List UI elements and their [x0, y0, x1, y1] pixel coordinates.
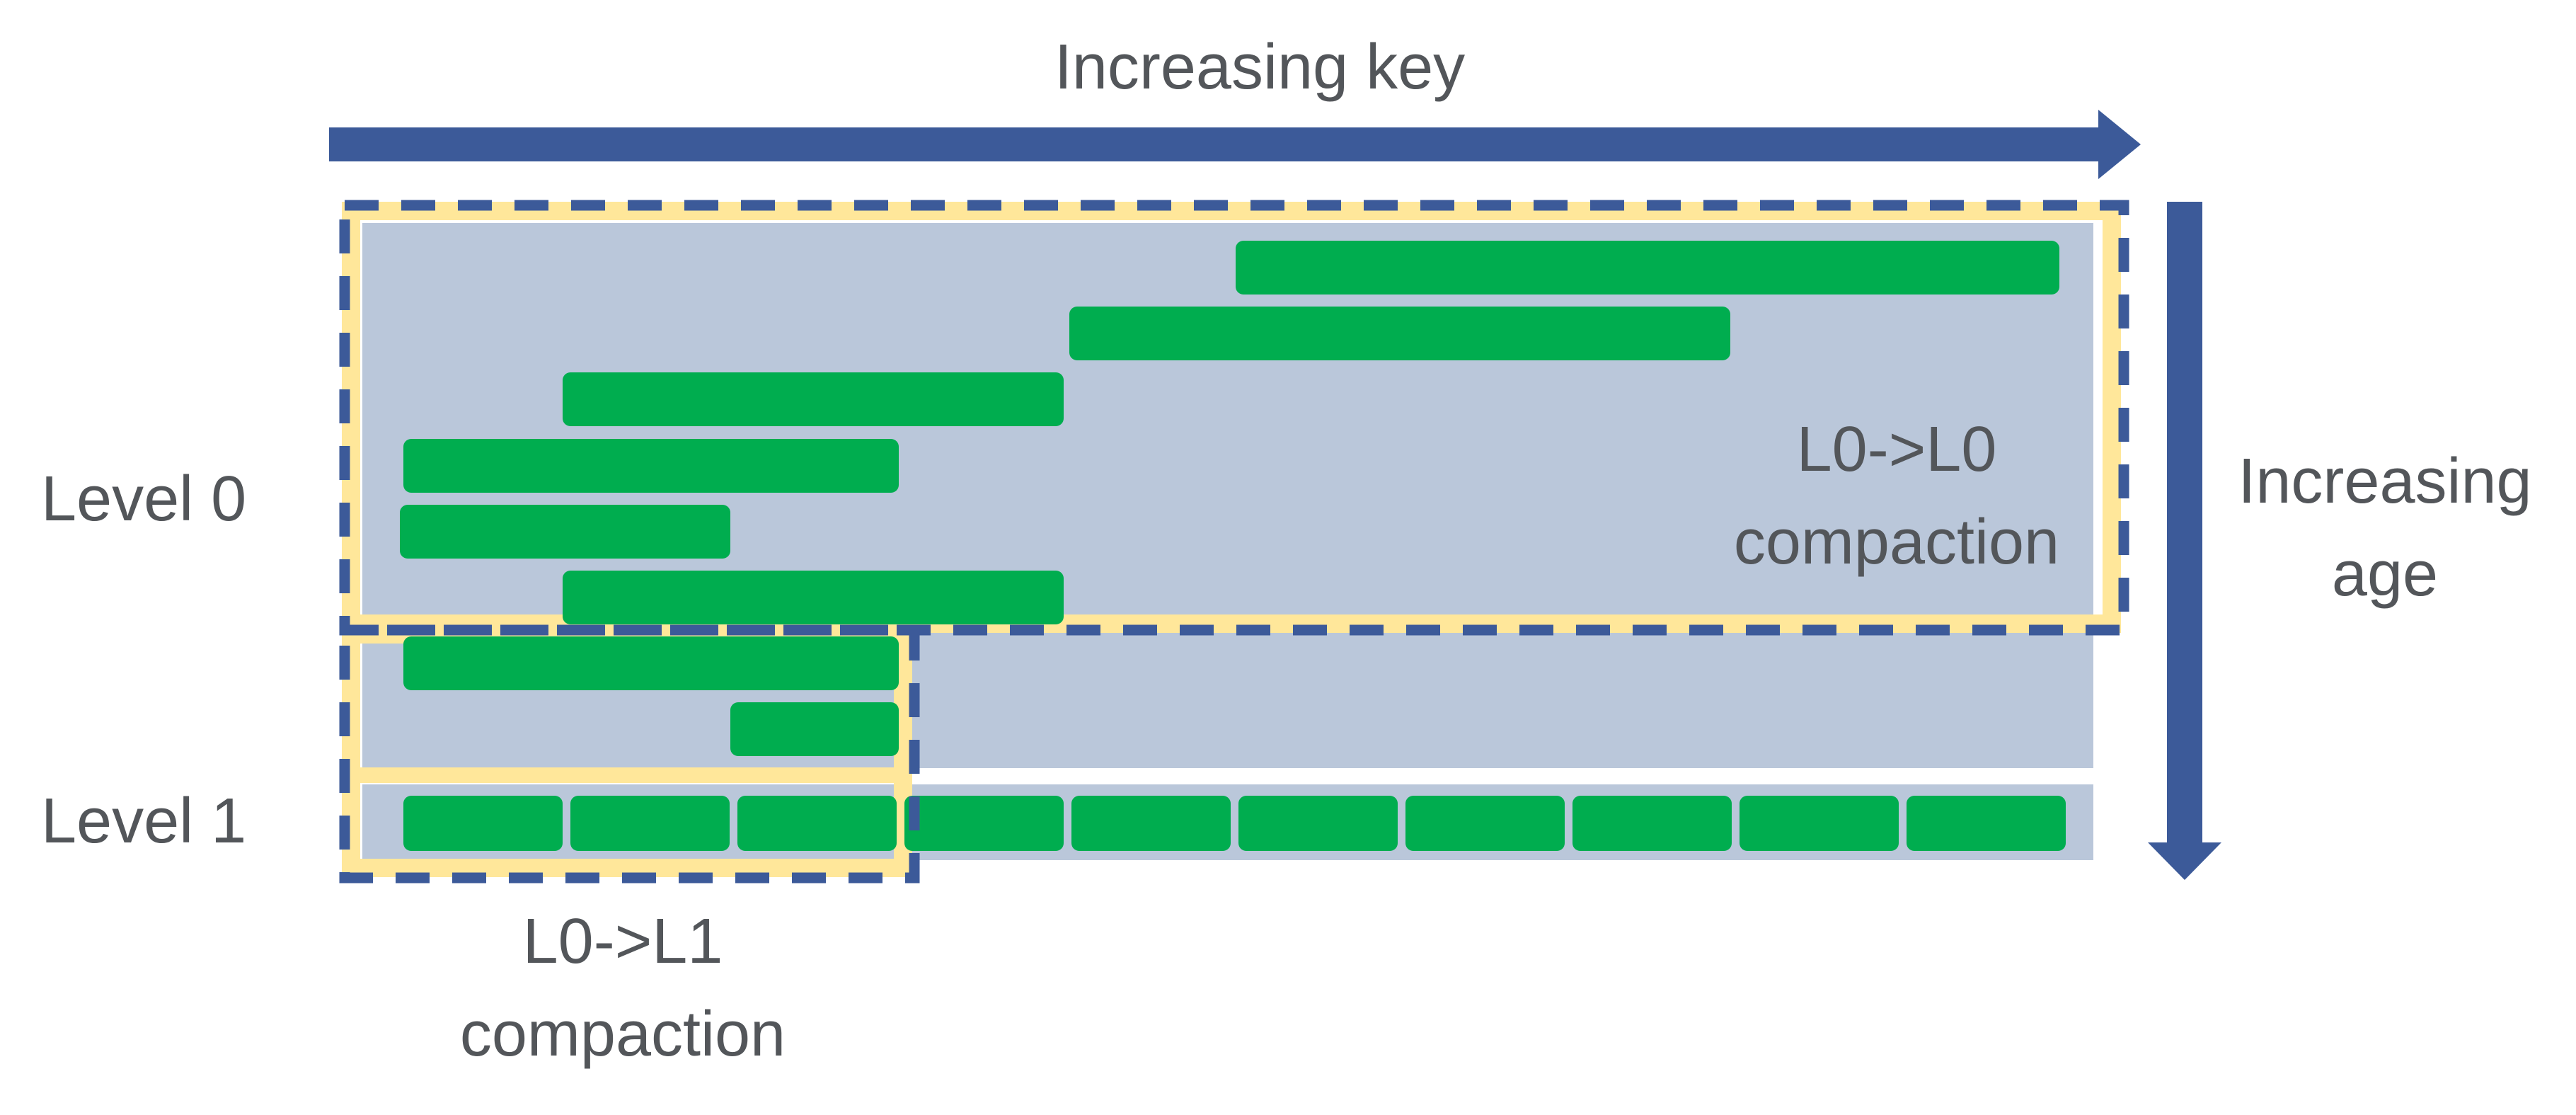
- l0-l0-label-line2: compaction: [1733, 506, 2060, 578]
- l0-l0-compaction-label: L0->L0 compaction: [1670, 404, 2123, 588]
- l0-sst-6: [563, 571, 1064, 624]
- level1-label: Level 1: [41, 786, 247, 857]
- l1-sst-10: [1907, 796, 2066, 851]
- l0-sst-5: [400, 505, 730, 559]
- increasing-age-arrow: [2148, 202, 2221, 880]
- l0-l1-label-line2: compaction: [459, 998, 786, 1070]
- l1-sst-6: [1238, 796, 1398, 851]
- l1-sst-4: [904, 796, 1064, 851]
- l0-l0-compaction-boundary: [339, 200, 2129, 636]
- l1-sst-8: [1572, 796, 1732, 851]
- l1-sst-7: [1405, 796, 1565, 851]
- l0-l1-compaction-label: L0->L1 compaction: [396, 896, 849, 1080]
- y-axis-label-line1: Increasing: [2238, 446, 2532, 517]
- l1-sst-3: [737, 796, 897, 851]
- l0-l0-highlight: [342, 202, 2121, 633]
- x-axis-label: Increasing key: [1054, 32, 1466, 103]
- level0-sst-files: [400, 241, 2059, 756]
- y-axis-label-line2: age: [2331, 538, 2439, 610]
- l1-sst-5: [1071, 796, 1231, 851]
- l1-sst-9: [1740, 796, 1899, 851]
- l0-l1-compaction-boundary: [339, 624, 920, 884]
- level1-sst-files: [403, 796, 2066, 851]
- level0-label: Level 0: [41, 464, 247, 534]
- l0-l0-label-line1: L0->L0: [1796, 414, 1997, 485]
- l0-sst-1: [1236, 241, 2059, 295]
- l1-sst-1: [403, 796, 563, 851]
- l0-l1-label-line1: L0->L1: [522, 906, 723, 977]
- l0-sst-7: [403, 636, 899, 690]
- l0-sst-3: [563, 372, 1064, 426]
- y-axis-label: Increasing age: [2201, 435, 2569, 620]
- l1-sst-2: [570, 796, 730, 851]
- increasing-key-arrow: [329, 110, 2141, 179]
- l0-sst-8: [730, 702, 899, 756]
- l0-sst-2: [1069, 307, 1730, 360]
- l0-sst-4: [403, 439, 899, 493]
